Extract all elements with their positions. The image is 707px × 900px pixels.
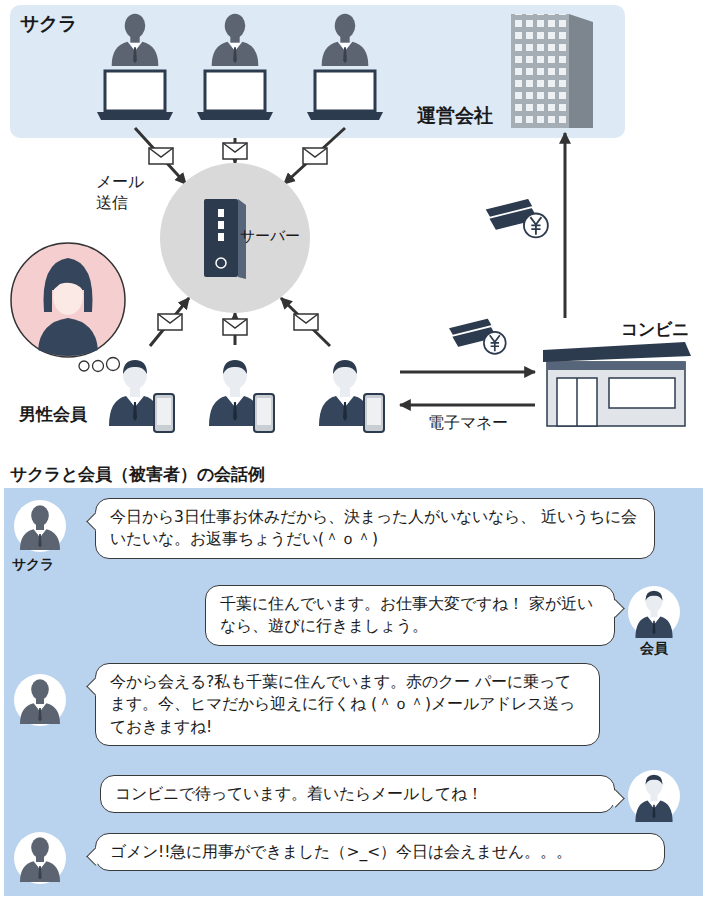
- edge-label: メール 送信: [96, 172, 154, 214]
- edge-label: 電子マネー: [428, 413, 518, 434]
- member-bubble: 千葉に住んでいます。お仕事大変ですね！ 家が近いなら、遊びに行きましょう。: [205, 585, 615, 646]
- chat-message: 今から会える?私も千葉に住んでいます。赤のクー パーに乗ってます。今、ヒマだから…: [110, 671, 585, 738]
- bubble-tail: [86, 847, 104, 865]
- chat-icons: [14, 500, 680, 884]
- sakura-band-ground: [10, 5, 625, 138]
- flow-arrow: [400, 371, 535, 374]
- bubble-tail: [86, 677, 104, 695]
- node-title: サクラと会員（被害者）の会話例: [10, 463, 265, 486]
- building-icon: [415, 8, 605, 133]
- chat-message: 今日から3日仕事お休みだから、決まった人がいないなら、 近いうちに会いたいな。お…: [110, 506, 640, 551]
- woman-thought: [11, 243, 125, 372]
- flow-arrow: [400, 404, 535, 407]
- member-group: 男性会員: [15, 345, 400, 445]
- node-title: 男性会員: [19, 403, 87, 426]
- chat-message: ゴメン!!急に用事ができました（>_<）今日は会えません。。。: [110, 841, 650, 863]
- chat-message: 千葉に住んでいます。お仕事大変ですね！ 家が近いなら、遊びに行きましょう。: [220, 593, 600, 638]
- sakura-people: [97, 14, 383, 120]
- convenience-store: コンビニ: [535, 318, 695, 428]
- male-members: [109, 360, 384, 432]
- node-title: サクラ: [20, 11, 77, 37]
- sakura-bubble: 今から会える?私も千葉に住んでいます。赤のクー パーに乗ってます。今、ヒマだから…: [95, 663, 600, 746]
- company-building: 運営会社: [415, 8, 605, 133]
- node-title: コンビニ: [621, 318, 689, 341]
- node-title: サーバー: [240, 227, 300, 246]
- bubble-tail: [606, 599, 624, 617]
- speaker-label: サクラ: [12, 556, 54, 574]
- money-icon: [448, 318, 506, 354]
- node-title: 運営会社: [417, 103, 493, 129]
- money-icon: [484, 198, 547, 238]
- flow-arrow: [564, 133, 567, 318]
- bubble-tail: [606, 789, 624, 807]
- sakura-band: サクラ: [10, 5, 625, 138]
- bubble-tail: [86, 512, 104, 530]
- chat-message: コンビニで待っています。着いたらメールしてね！: [115, 783, 600, 805]
- sakura-bubble: ゴメン!!急に用事ができました（>_<）今日は会えません。。。: [95, 833, 665, 871]
- chat-panel-ground: [4, 488, 703, 896]
- mail-arrows: [135, 128, 345, 346]
- sakura-bubble: 今日から3日仕事お休みだから、決まった人がいないなら、 近いうちに会いたいな。お…: [95, 498, 655, 559]
- member-bubble: コンビニで待っています。着いたらメールしてね！: [100, 775, 615, 813]
- store-icon: [535, 318, 695, 428]
- server-icon: [160, 163, 310, 313]
- server-circle: サーバー: [160, 163, 310, 313]
- chat-section: サクラと会員（被害者）の会話例今日から3日仕事お休みだから、決まった人がいないな…: [0, 460, 707, 900]
- speaker-label: 会員: [640, 640, 668, 658]
